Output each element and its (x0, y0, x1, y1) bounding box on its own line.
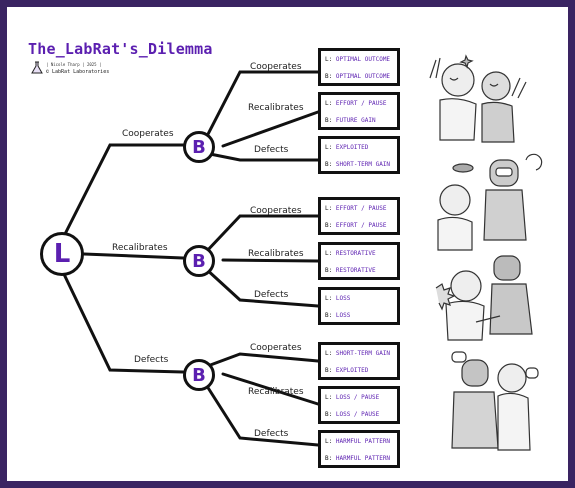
outcome-labrat: HARMFUL PATTERN (335, 438, 391, 445)
outcome-labrat: LOSS (335, 295, 351, 302)
outcome-labrat: RESTORATIVE (335, 250, 376, 257)
edge-label-b2-defects: Defects (254, 290, 289, 300)
level1-label-recalibrates: Recalibrates (112, 243, 168, 253)
outcome-box-b2-defects: L: LOSS B: LOSS (318, 287, 400, 325)
outcome-box-b2-recalibrates: L: RESTORATIVE B: RESTORATIVE (318, 242, 400, 280)
outcome-box-b1-cooperates: L: OPTIMAL OUTCOME B: OPTIMAL OUTCOME (318, 48, 400, 86)
outcome-labrat: EFFORT / PAUSE (335, 100, 387, 107)
outcome-box-b1-defects: L: EXPLOITED B: SHORT-TERM GAIN (318, 136, 400, 174)
level1-label-defects: Defects (134, 355, 169, 365)
edge-label-b2-recalibrates: Recalibrates (248, 249, 304, 259)
edge-label-b1-cooperates: Cooperates (250, 62, 302, 72)
outcome-box-b2-cooperates: L: EFFORT / PAUSE B: EFFORT / PAUSE (318, 197, 400, 235)
arguing-illustration (437, 153, 543, 251)
outcome-bot: FUTURE GAIN (335, 117, 376, 124)
outcome-bot: HARMFUL PATTERN (335, 455, 391, 462)
author-credit: | Nicole Tharp | 2025 | (46, 62, 102, 67)
branch-node-2: B (183, 245, 215, 277)
lab-flask-icon (31, 61, 43, 74)
company-name: © LabRat Laboratories (46, 69, 110, 75)
page-title: The_LabRat's_Dilemma (28, 40, 213, 58)
level1-label-cooperates: Cooperates (122, 129, 174, 139)
outcome-box-b3-defects: L: HARMFUL PATTERN B: HARMFUL PATTERN (318, 430, 400, 468)
branch-node-3: B (183, 359, 215, 391)
outcome-bot: SHORT-TERM GAIN (335, 161, 391, 168)
outcome-bot: LOSS / PAUSE (335, 411, 380, 418)
outcome-bot: RESTORATIVE (335, 267, 376, 274)
outcome-box-b3-recalibrates: L: LOSS / PAUSE B: LOSS / PAUSE (318, 386, 400, 424)
outcome-bot: EXPLOITED (335, 367, 369, 374)
outcome-bot: LOSS (335, 312, 351, 319)
turned-away-illustration (451, 351, 539, 451)
edge-label-b3-cooperates: Cooperates (250, 343, 302, 353)
outcome-labrat: EFFORT / PAUSE (335, 205, 387, 212)
outcome-labrat: EXPLOITED (335, 144, 369, 151)
outcome-bot: OPTIMAL OUTCOME (335, 73, 391, 80)
celebrating-illustration (429, 54, 527, 143)
edge-label-b3-defects: Defects (254, 429, 289, 439)
edge-label-b3-recalibrates: Recalibrates (248, 387, 304, 397)
edge-label-b1-defects: Defects (254, 145, 289, 155)
outcome-labrat: LOSS / PAUSE (335, 394, 380, 401)
outcome-bot: EFFORT / PAUSE (335, 222, 387, 229)
outcome-box-b3-cooperates: L: SHORT-TERM GAIN B: EXPLOITED (318, 342, 400, 380)
root-node-labrat: L (40, 232, 84, 276)
outcome-box-b1-recalibrates: L: EFFORT / PAUSE B: FUTURE GAIN (318, 92, 400, 130)
edge-label-b1-recalibrates: Recalibrates (248, 103, 304, 113)
logo-block: | Nicole Tharp | 2025 | © LabRat Laborat… (30, 61, 140, 79)
branch-node-1: B (183, 131, 215, 163)
outcome-labrat: OPTIMAL OUTCOME (335, 56, 391, 63)
outcome-labrat: SHORT-TERM GAIN (335, 350, 391, 357)
confrontation-illustration (435, 255, 533, 341)
edge-label-b2-cooperates: Cooperates (250, 206, 302, 216)
